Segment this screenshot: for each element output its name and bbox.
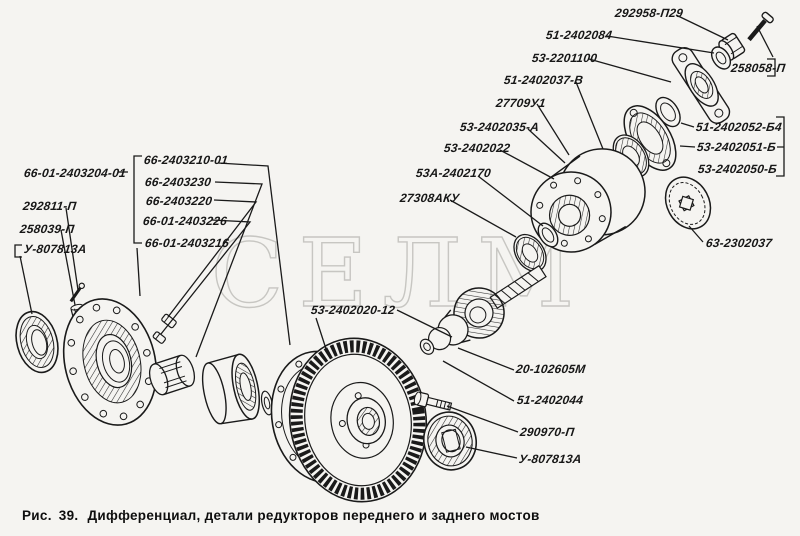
bracket-left-group — [133, 155, 142, 244]
part-label-292958-p29: 292958-П29 — [614, 6, 684, 20]
part-label-63-2302037: 63-2302037 — [705, 236, 773, 250]
cotter-pin-icon — [747, 11, 774, 42]
part-label-u807813a-left: У-807813А — [23, 242, 88, 256]
part-label-66-2403220: 66-2403220 — [145, 194, 213, 208]
part-label-53-2402051-b: 53-2402051-Б — [696, 140, 777, 154]
part-label-53-2402020-12: 53-2402020-12 — [310, 303, 396, 317]
figure-caption: Рис. 39. Дифференциал, детали редукторов п… — [22, 508, 540, 523]
part-label-66-01-2403226: 66-01-2403226 — [142, 214, 228, 228]
part-label-51-2402052-b4: 51-2402052-Б4 — [695, 120, 783, 134]
part-label-53-2402022: 53-2402022 — [443, 141, 511, 155]
part-label-290970-p: 290970-П — [519, 425, 576, 439]
tapered-bearing-rear — [513, 233, 547, 273]
seal-ring-small — [537, 222, 559, 248]
part-label-u807813a-bottom: У-807813А — [518, 452, 583, 466]
part-label-20-102605m: 20-102605М — [515, 362, 587, 376]
ring-gear — [288, 337, 428, 503]
watermark-text: СЕЛМ — [211, 219, 590, 329]
hub-drum — [201, 353, 260, 425]
flange-washer — [710, 46, 732, 70]
part-label-258039-p: 258039-П — [19, 222, 76, 236]
part-label-51-2402044: 51-2402044 — [516, 393, 584, 407]
thrust-washer-disc — [664, 176, 712, 230]
part-label-53a-2402170: 53А-2402170 — [415, 166, 492, 180]
splined-coupling — [148, 354, 196, 396]
part-label-27308aku: 27308АКУ — [399, 191, 461, 205]
part-label-53-2402050-b: 53-2402050-Б — [697, 162, 778, 176]
part-label-53-2402035-a: 53-2402035-А — [459, 120, 540, 134]
ball-bearing-bottom — [423, 411, 477, 471]
part-label-292811-p: 292811-П — [22, 199, 78, 213]
part-label-51-2402037-v: 51-2402037-В — [503, 73, 584, 87]
part-label-51-2402084: 51-2402084 — [545, 28, 613, 42]
cotter-pin-left — [69, 282, 85, 303]
part-label-66-2403210-01: 66-2403210-01 — [143, 153, 229, 167]
part-label-66-01-2403204-01: 66-01-2403204-01 — [23, 166, 127, 180]
grease-fitting-lower — [152, 331, 166, 344]
ball-bearing-left — [15, 310, 59, 374]
part-label-66-2403230: 66-2403230 — [144, 175, 212, 189]
flange-yoke — [671, 46, 731, 124]
caption-title: Дифференциал, детали редукторов переднег… — [87, 508, 540, 523]
bracket-right-group — [776, 116, 785, 177]
bracket-258058 — [767, 58, 776, 77]
part-label-53-2201100: 53-2201100 — [531, 51, 599, 65]
part-label-258058-p: 258058-П — [730, 61, 787, 75]
bracket-u807813a — [14, 244, 22, 258]
leader-lines — [14, 14, 785, 459]
caption-number: 39. — [58, 508, 79, 523]
washer-left — [260, 390, 274, 416]
part-label-66-01-2403216: 66-01-2403216 — [144, 236, 230, 250]
caption-prefix: Рис. — [22, 508, 52, 523]
bolt — [413, 391, 453, 411]
bearing-cage-flange — [62, 298, 158, 426]
grease-fitting-upper — [161, 313, 177, 329]
part-label-27709u1: 27709У1 — [495, 96, 547, 110]
